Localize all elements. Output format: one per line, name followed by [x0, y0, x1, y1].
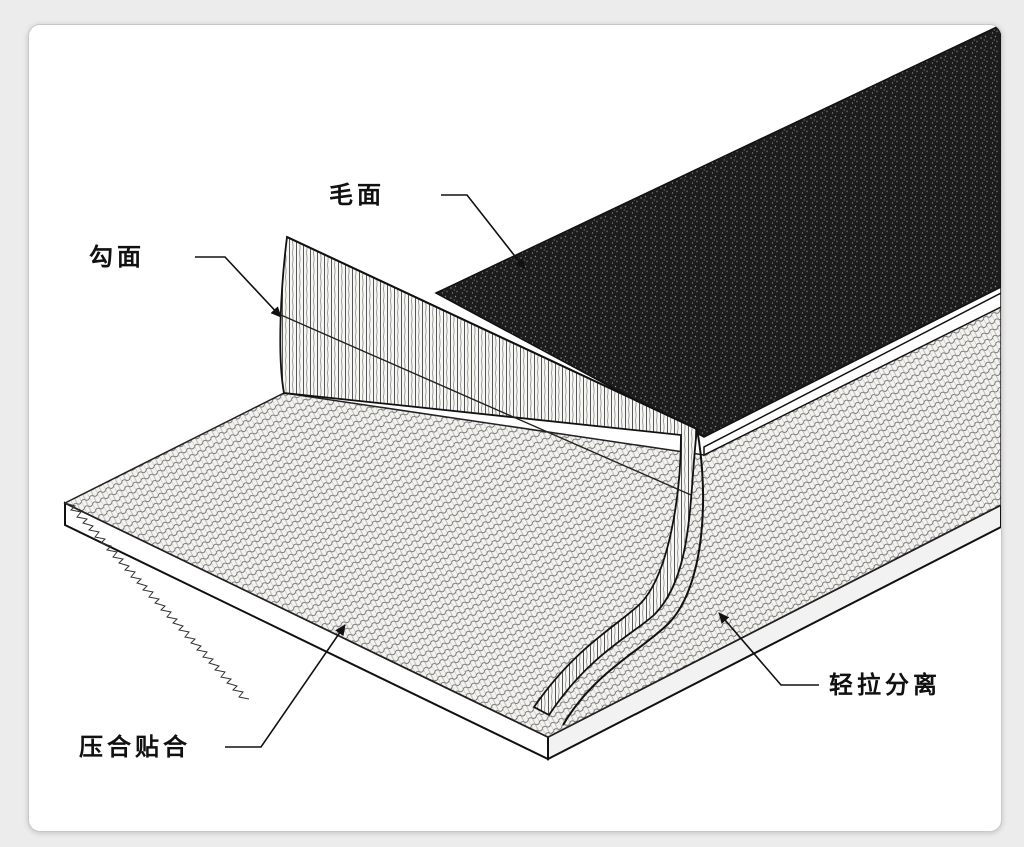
label-press-bond: 压合贴合	[79, 733, 191, 761]
label-peel-apart: 轻拉分离	[829, 671, 941, 699]
loop-strip-edge	[435, 32, 1001, 457]
serrated-edge	[64, 502, 250, 700]
leader-press-bond	[225, 624, 346, 748]
label-hook-side: 勾面	[89, 243, 145, 271]
leader-peel-apart	[718, 612, 819, 686]
leader-hook-side	[195, 256, 282, 318]
label-loop-side: 毛面	[329, 181, 385, 209]
peeled-hook-strip	[279, 235, 698, 717]
leader-loop-side	[441, 194, 526, 270]
velcro-illustration	[63, 25, 1001, 761]
loop-fabric-surface	[434, 25, 1001, 438]
diagram-card: 毛面 勾面 轻拉分离 压合贴合	[28, 24, 1002, 832]
